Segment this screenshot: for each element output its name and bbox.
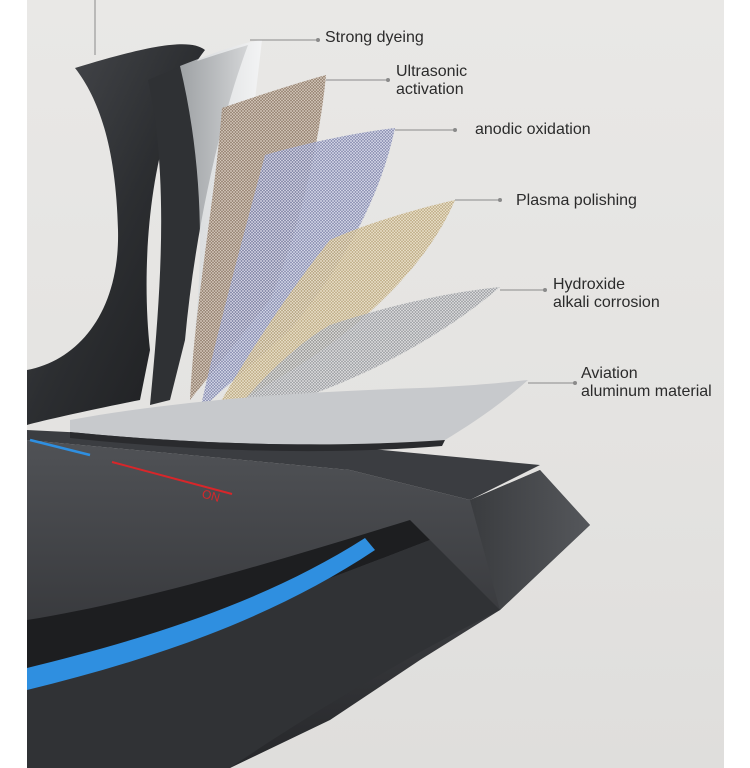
layer-hydroxide-mesh xyxy=(220,287,500,428)
callout-ultrasonic-line1: Ultrasonic xyxy=(396,63,468,80)
layer-dark-inner xyxy=(148,45,248,405)
top-surface xyxy=(27,430,540,500)
callout-ultrasonic-activation: Ultrasonic activation xyxy=(396,63,467,99)
callout-anodic-oxidation: anodic oxidation xyxy=(475,121,591,139)
red-edge-mark xyxy=(111,461,233,495)
base-front-face xyxy=(27,540,500,768)
callout-aviation-line1: Aviation xyxy=(581,365,638,382)
callout-hydroxide-line1: Hydroxide xyxy=(553,276,626,293)
callout-hydroxide-line2: alkali corrosion xyxy=(553,294,660,311)
blue-edge-mark xyxy=(29,438,91,457)
base-right-bevel xyxy=(470,470,590,610)
callout-aviation-aluminum-material: Aviation aluminum material xyxy=(581,365,712,401)
callout-dots xyxy=(316,38,577,385)
layer-aviation-aluminum xyxy=(70,380,528,445)
callout-plasma-polishing: Plasma polishing xyxy=(516,192,637,210)
layer-aviation-aluminum-edge xyxy=(70,432,445,452)
callout-aviation-line2: aluminum material xyxy=(581,383,712,400)
surface-marking: NO xyxy=(201,486,222,504)
callout-hydroxide-alkali-corrosion: Hydroxide alkali corrosion xyxy=(553,276,660,312)
callout-plasma-text: Plasma polishing xyxy=(516,192,637,209)
callout-strong-dyeing: Strong dyeing xyxy=(325,29,424,47)
callout-ultrasonic-line2: activation xyxy=(396,81,464,98)
blue-light-strip xyxy=(27,538,375,690)
callout-anodic-text: anodic oxidation xyxy=(475,121,591,138)
callout-strong-dyeing-text: Strong dyeing xyxy=(325,29,424,46)
callout-leaders xyxy=(250,39,575,384)
layer-plasma-mesh xyxy=(210,200,455,420)
layer-anodic-mesh xyxy=(200,128,395,410)
